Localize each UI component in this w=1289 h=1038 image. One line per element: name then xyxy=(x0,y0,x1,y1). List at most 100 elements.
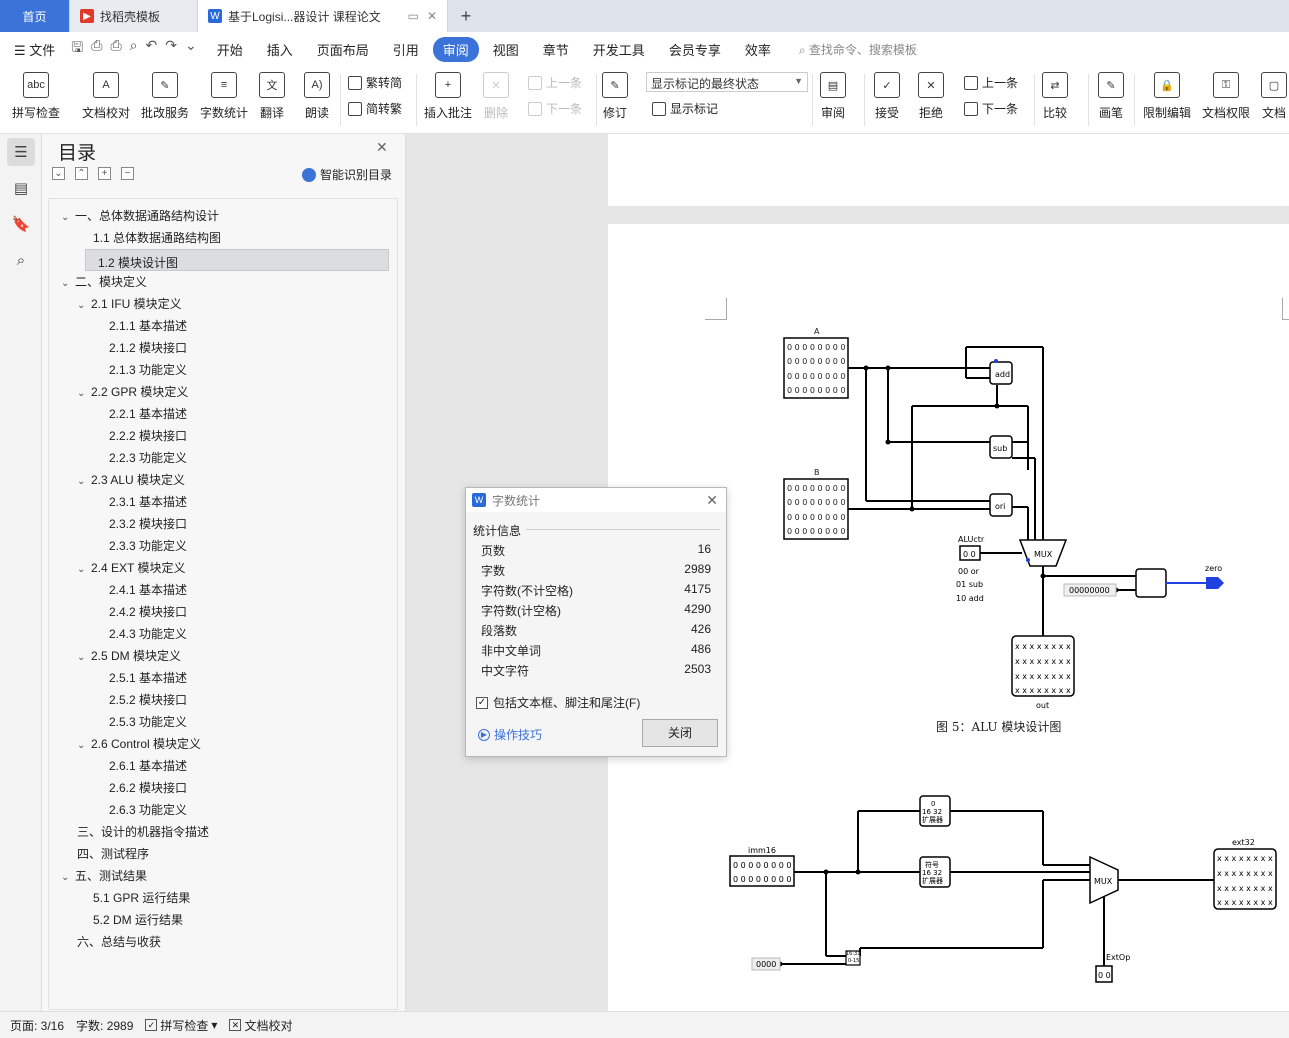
chapter-nav-icon[interactable]: ▤ xyxy=(13,180,29,197)
doc-extra-button[interactable]: ▢文档 xyxy=(1261,72,1287,121)
bookmark-icon[interactable]: 🔖 xyxy=(11,216,31,233)
pin-icon[interactable]: ▭ xyxy=(407,9,419,23)
toc-item[interactable]: 2.6.1 基本描述 xyxy=(93,755,187,777)
menu-item-review[interactable]: 审阅 xyxy=(432,36,479,62)
toc-item[interactable]: 2.2.3 功能定义 xyxy=(93,447,187,469)
expand-all-icon[interactable]: ⌄ xyxy=(52,167,65,180)
collapse-all-icon[interactable]: ⌃ xyxy=(75,167,88,180)
toc-item[interactable]: 2.4.2 模块接口 xyxy=(93,601,187,623)
restrict-edit-button[interactable]: 🔒限制编辑 xyxy=(1143,72,1191,121)
more-icon[interactable]: ⌄ xyxy=(184,37,197,53)
menu-item-view[interactable]: 视图 xyxy=(492,42,519,58)
toc-item[interactable]: 5.2 DM 运行结果 xyxy=(77,909,183,931)
chevron-down-icon[interactable]: ⌄ xyxy=(61,212,70,223)
chevron-down-icon[interactable]: ⌄ xyxy=(77,476,86,487)
chevron-down-icon[interactable]: ⌄ xyxy=(61,278,70,289)
chevron-down-icon[interactable]: ⌄ xyxy=(77,652,86,663)
close-tab-icon[interactable]: ✕ xyxy=(426,9,437,23)
toc-item[interactable]: ⌄一、总体数据通路结构设计 xyxy=(61,205,219,227)
toc-item[interactable]: 六、总结与收获 xyxy=(61,931,161,953)
pen-button[interactable]: ✎画笔 xyxy=(1098,72,1124,121)
translate-button[interactable]: 文翻译 xyxy=(259,72,285,121)
toc-item[interactable]: ⌄2.4 EXT 模块定义 xyxy=(77,557,185,579)
toc-item[interactable]: 四、测试程序 xyxy=(61,843,149,865)
toc-item[interactable]: ⌄二、模块定义 xyxy=(61,271,147,293)
preview-icon[interactable]: ⌕ xyxy=(129,37,138,53)
close-button[interactable]: 关闭 xyxy=(642,719,718,747)
doc-proof-status[interactable]: ✕文档校对 xyxy=(229,1017,292,1034)
new-tab-button[interactable]: + xyxy=(460,5,472,26)
close-icon[interactable]: ✕ xyxy=(706,491,718,508)
tab-template[interactable]: ▶ 找稻壳模板 xyxy=(70,0,198,32)
word-count-button[interactable]: ≡字数统计 xyxy=(200,72,248,121)
toc-item[interactable]: 1.2 模块设计图 xyxy=(85,249,389,271)
chevron-down-icon[interactable]: ⌄ xyxy=(77,388,86,399)
page-indicator[interactable]: 页面: 3/16 xyxy=(10,1018,65,1033)
save-icon[interactable]: 🖫 xyxy=(71,39,84,55)
toc-item[interactable]: 2.2.1 基本描述 xyxy=(93,403,187,425)
plus-icon[interactable]: + xyxy=(98,167,111,180)
toc-item[interactable]: 2.6.2 模块接口 xyxy=(93,777,187,799)
toc-item[interactable]: 2.1.3 功能定义 xyxy=(93,359,187,381)
toc-item[interactable]: ⌄2.5 DM 模块定义 xyxy=(77,645,181,667)
tab-home[interactable]: 首页 xyxy=(0,0,70,32)
show-markup-button[interactable]: 显示标记 xyxy=(652,100,718,117)
smart-toc-button[interactable]: 智能识别目录 xyxy=(302,166,392,183)
doc-permission-button[interactable]: ⚿文档权限 xyxy=(1202,72,1250,121)
toc-item[interactable]: ⌄2.1 IFU 模块定义 xyxy=(77,293,182,315)
prev-comment-button[interactable]: 上一条 xyxy=(528,74,582,91)
toc-item[interactable]: ⌄五、测试结果 xyxy=(61,865,147,887)
undo-icon[interactable]: ↶ xyxy=(145,37,158,53)
menu-item-reference[interactable]: 引用 xyxy=(392,42,419,58)
toc-item[interactable]: 1.1 总体数据通路结构图 xyxy=(77,227,221,249)
menu-item-start[interactable]: 开始 xyxy=(216,42,243,58)
toc-item[interactable]: 2.4.3 功能定义 xyxy=(93,623,187,645)
read-aloud-button[interactable]: A)朗读 xyxy=(304,72,330,121)
toc-item[interactable]: ⌄2.3 ALU 模块定义 xyxy=(77,469,185,491)
close-icon[interactable]: ✕ xyxy=(376,139,388,155)
accept-button[interactable]: ✓接受 xyxy=(874,72,900,121)
minus-icon[interactable]: − xyxy=(121,167,134,180)
markup-state-select[interactable]: 显示标记的最终状态▼ xyxy=(646,72,808,92)
menu-item-chapter[interactable]: 章节 xyxy=(542,42,569,58)
chevron-down-icon[interactable]: ⌄ xyxy=(77,740,86,751)
toc-item[interactable]: 2.4.1 基本描述 xyxy=(93,579,187,601)
toc-item[interactable]: 2.6.3 功能定义 xyxy=(93,799,187,821)
export-icon[interactable]: ⎙ xyxy=(91,37,103,53)
redo-icon[interactable]: ↷ xyxy=(165,37,177,53)
toc-item[interactable]: 2.2.2 模块接口 xyxy=(93,425,187,447)
prev-change-button[interactable]: 上一条 xyxy=(964,74,1018,91)
menu-item-layout[interactable]: 页面布局 xyxy=(316,42,369,58)
spell-check-status[interactable]: ✓拼写检查▾ xyxy=(145,1017,217,1034)
chevron-down-icon[interactable]: ⌄ xyxy=(61,872,70,883)
reject-button[interactable]: ✕拒绝 xyxy=(918,72,944,121)
simp-to-trad-button[interactable]: 简转繁 xyxy=(348,100,402,117)
toc-item[interactable]: 5.1 GPR 运行结果 xyxy=(77,887,190,909)
toc-panel-icon[interactable]: ☰ xyxy=(7,138,35,166)
tab-document[interactable]: W 基于Logisi...器设计 课程论文 ▭ ✕ xyxy=(198,0,448,32)
toc-item[interactable]: ⌄2.2 GPR 模块定义 xyxy=(77,381,188,403)
toc-item[interactable]: 三、设计的机器指令描述 xyxy=(61,821,209,843)
toc-item[interactable]: ⌄2.6 Control 模块定义 xyxy=(77,733,201,755)
chevron-down-icon[interactable]: ⌄ xyxy=(77,300,86,311)
menu-item-member[interactable]: 会员专享 xyxy=(668,42,721,58)
toc-item[interactable]: 2.5.2 模块接口 xyxy=(93,689,187,711)
revise-service-button[interactable]: ✎批改服务 xyxy=(141,72,189,121)
track-changes-button[interactable]: ✎修订 xyxy=(602,72,628,121)
toc-item[interactable]: 2.5.1 基本描述 xyxy=(93,667,187,689)
word-count-indicator[interactable]: 字数: 2989 xyxy=(76,1018,134,1033)
trad-to-simp-button[interactable]: 繁转简 xyxy=(348,74,402,91)
command-search[interactable]: ⌕ 查找命令、搜索模板 xyxy=(799,41,917,58)
file-menu[interactable]: ☰ 文件 xyxy=(14,42,56,58)
delete-comment-button[interactable]: ✕删除 xyxy=(483,72,509,121)
next-change-button[interactable]: 下一条 xyxy=(964,100,1018,117)
next-comment-button[interactable]: 下一条 xyxy=(528,100,582,117)
tips-link[interactable]: ▶ 操作技巧 xyxy=(478,726,542,743)
menu-item-dev-tools[interactable]: 开发工具 xyxy=(592,42,645,58)
toc-item[interactable]: 2.1.2 模块接口 xyxy=(93,337,187,359)
menu-item-efficiency[interactable]: 效率 xyxy=(744,42,771,58)
review-pane-button[interactable]: ▤审阅 xyxy=(820,72,846,121)
compare-button[interactable]: ⇄比较 xyxy=(1042,72,1068,121)
